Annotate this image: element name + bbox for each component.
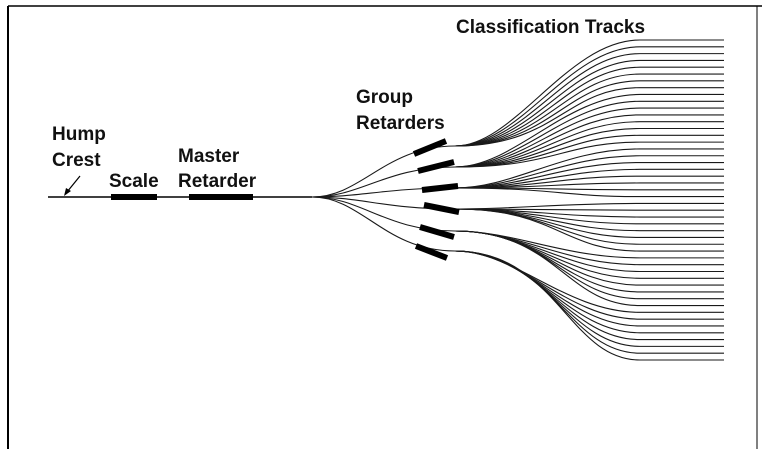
classification-track: [454, 202, 724, 210]
classification-track: [454, 114, 724, 168]
classification-track: [454, 230, 724, 293]
master-retarder-label-line1: Master: [178, 146, 240, 167]
classification-track: [454, 208, 724, 232]
classification-track: [454, 46, 724, 147]
group-branch-track: [311, 196, 456, 252]
master-retarder-label-line2: Retarder: [178, 171, 257, 192]
classification-track: [454, 87, 724, 147]
group-retarder-bar: [419, 224, 455, 240]
classification-track: [454, 208, 724, 238]
classification-track: [454, 148, 724, 189]
classification-track: [454, 107, 724, 168]
scale-label: Scale: [109, 171, 159, 192]
hump-crest-arrowhead: [64, 188, 71, 196]
classification-track: [454, 141, 724, 168]
group-retarder-bar: [417, 159, 455, 174]
classification-track: [454, 230, 724, 307]
classification-track: [454, 39, 724, 147]
group-retarders: [412, 138, 460, 261]
classification-track-fan: [311, 39, 724, 361]
group-branch-track: [311, 166, 456, 198]
group-retarders-label-line1: Group: [356, 87, 413, 108]
classification-track: [454, 53, 724, 147]
hump-crest-label-line1: Hump: [52, 124, 106, 145]
group-retarder-bar: [412, 138, 448, 157]
classification-track: [454, 93, 724, 168]
group-retarders-label-line2: Retarders: [356, 113, 445, 134]
classification-track: [454, 250, 724, 361]
classification-track: [454, 100, 724, 168]
classification-track: [454, 80, 724, 147]
classification-track: [454, 250, 724, 327]
hump-crest-pointer: [66, 175, 81, 193]
classification-track: [454, 73, 724, 147]
classification-track: [454, 208, 724, 252]
group-retarder-bar: [421, 183, 459, 193]
classification-track: [454, 208, 724, 245]
group-branch-track: [311, 196, 456, 232]
hump-crest-label-line2: Crest: [52, 150, 101, 171]
classification-track: [454, 66, 724, 147]
group-retarder-bar: [414, 243, 449, 261]
classification-track: [454, 187, 724, 198]
group-retarder-bar: [423, 202, 460, 215]
classification-track: [454, 59, 724, 147]
classification-tracks-label: Classification Tracks: [456, 17, 645, 38]
